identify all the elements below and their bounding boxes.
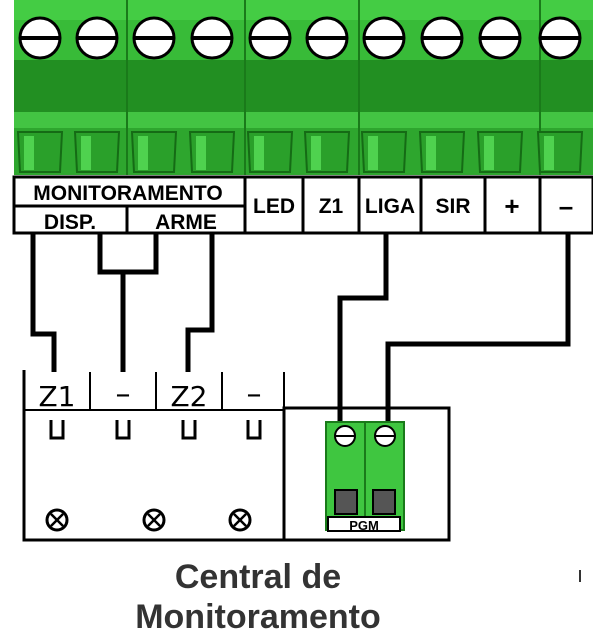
label-z1: Z1: [319, 195, 344, 218]
panel-label-minus-2: –: [247, 377, 262, 412]
terminal-clamp: [16, 131, 64, 173]
wire-liga-to-pgm: [337, 233, 389, 428]
wire-minus-to-pgm: [385, 233, 571, 428]
panel-label-z2: Z2: [171, 380, 208, 413]
clamp-highlight: [544, 136, 554, 170]
label-arme: ARME: [155, 211, 217, 234]
panel-terminals: [45, 420, 262, 532]
terminal-screw: [248, 16, 292, 60]
label-minus: –: [559, 191, 573, 221]
clamp-highlight: [484, 136, 494, 170]
green-terminal-strip: [14, 0, 593, 175]
panel-screw-cross-b: [50, 513, 64, 527]
panel-label-z1: Z1: [39, 380, 76, 413]
terminal-clamp: [360, 131, 408, 173]
terminal-screw: [538, 16, 582, 60]
terminal-slot: [49, 420, 65, 440]
central-title-line-2: Monitoramento: [135, 598, 381, 636]
clamp-highlight: [24, 136, 34, 170]
wire-arme-to-z2: [185, 233, 215, 372]
terminal-screw: [132, 16, 176, 60]
clamp-highlight: [81, 136, 91, 170]
terminal-slot: [115, 420, 131, 440]
label-disp: DISP.: [44, 211, 96, 234]
panel-screw: [228, 508, 252, 532]
terminal-screws: [18, 16, 582, 60]
panel-screw-cross-b: [233, 513, 247, 527]
clamp-highlight: [368, 136, 378, 170]
panel-label-minus-1: –: [116, 377, 131, 412]
label-plus: +: [504, 191, 519, 221]
terminal-clamp: [476, 131, 524, 173]
pgm-connector: PGM: [325, 421, 405, 533]
terminal-clamp: [418, 131, 466, 173]
label-led: LED: [253, 195, 295, 218]
clamp-highlight: [254, 136, 264, 170]
terminal-label-strip: MONITORAMENTO DISP. ARME LED Z1 LIGA SIR…: [12, 175, 593, 235]
panel-screw: [45, 508, 69, 532]
terminal-clamp: [188, 131, 236, 173]
central-panel: Z1 – Z2 – PGM: [22, 370, 451, 542]
terminal-screw: [478, 16, 522, 60]
wire-disp-to-z1: [30, 233, 57, 372]
monitoramento-label: MONITORAMENTO: [33, 182, 222, 205]
terminal-screw: [362, 16, 406, 60]
terminal-screw: [18, 16, 62, 60]
terminal-clamp: [303, 131, 351, 173]
terminal-screw: [420, 16, 464, 60]
panel-screw-cross-b: [147, 513, 161, 527]
terminal-screw: [305, 16, 349, 60]
wire-arme-to-common: [97, 233, 159, 372]
terminal-clamp: [536, 131, 584, 173]
clamp-highlight: [426, 136, 436, 170]
terminal-clamp: [246, 131, 294, 173]
terminal-clamp: [73, 131, 121, 173]
clamp-highlight: [196, 136, 206, 170]
label-sir: SIR: [435, 195, 470, 218]
terminal-clamps: [16, 131, 584, 173]
terminal-slot: [181, 420, 197, 440]
small-mark: [579, 570, 581, 582]
terminal-clamp: [130, 131, 178, 173]
terminal-screw: [190, 16, 234, 60]
clamp-highlight: [311, 136, 321, 170]
central-title-line-1: Central de: [175, 558, 341, 596]
panel-screw: [142, 508, 166, 532]
terminal-screw: [75, 16, 119, 60]
wires: [30, 233, 571, 428]
terminal-slot: [246, 420, 262, 440]
label-liga: LIGA: [365, 195, 415, 218]
pgm-label: PGM: [349, 518, 379, 533]
clamp-highlight: [138, 136, 148, 170]
